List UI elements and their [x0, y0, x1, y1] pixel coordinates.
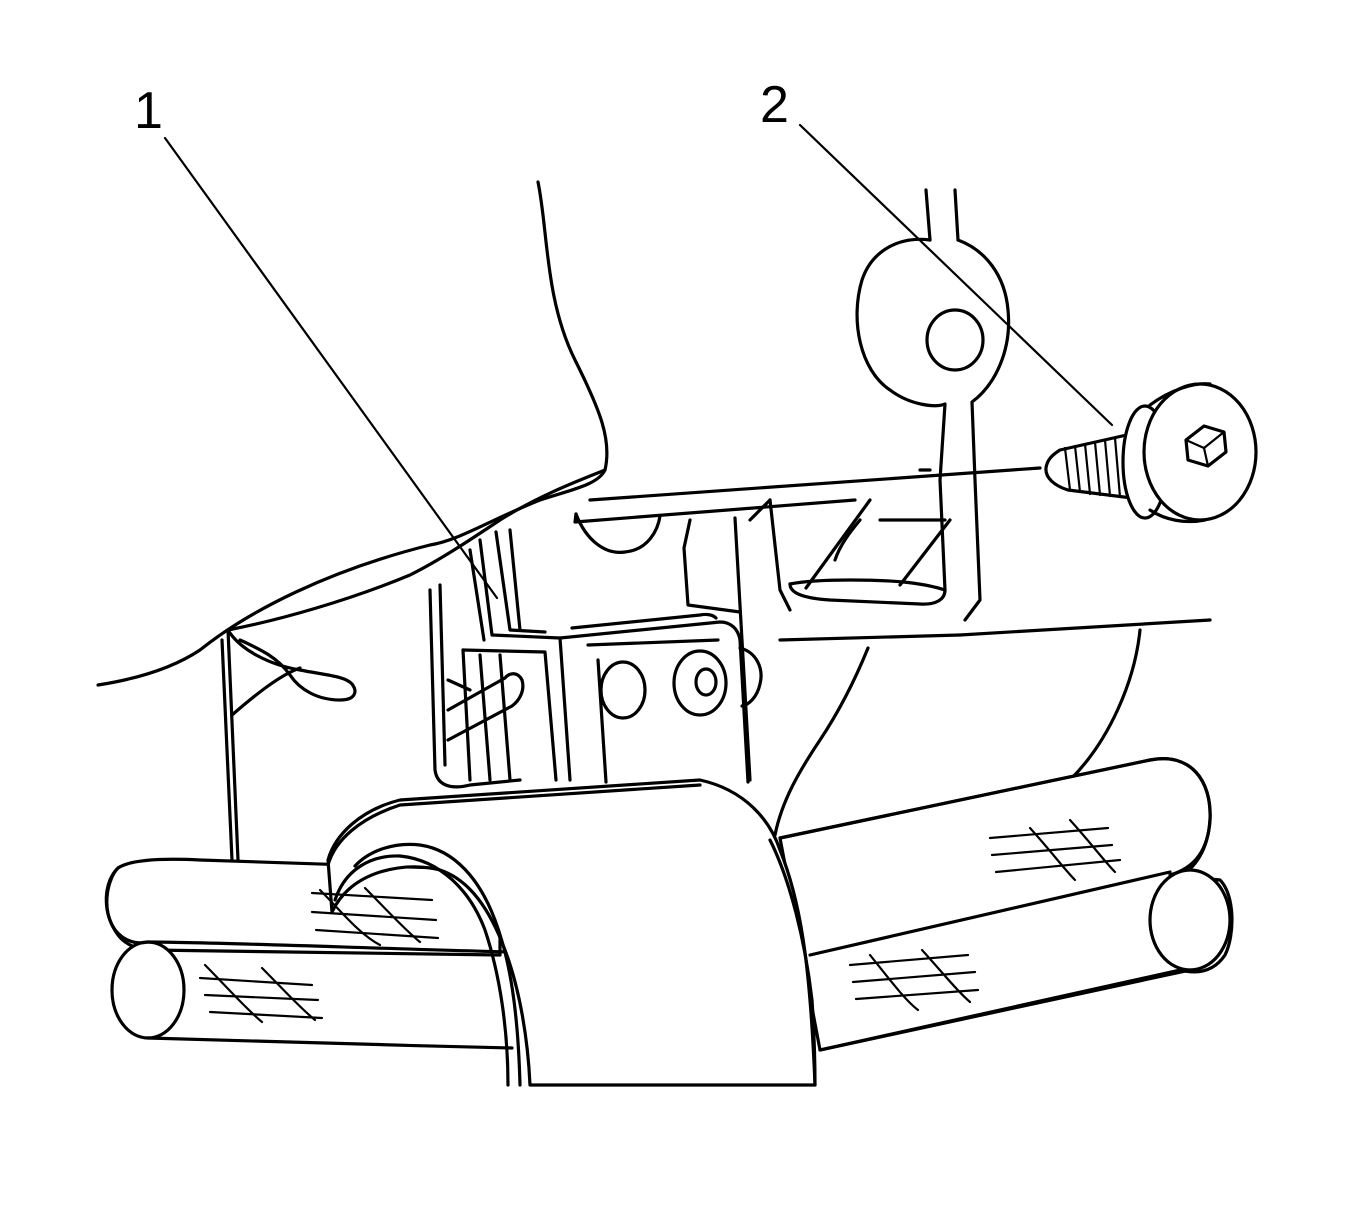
frame-rail: [773, 618, 1212, 837]
leader-line-1: [163, 136, 499, 600]
callout-2: 2: [760, 76, 1114, 427]
leader-line-2: [798, 123, 1114, 427]
bolt-icon: [1044, 382, 1258, 524]
upper-bracket: [588, 188, 1042, 622]
body-panel: [96, 180, 609, 687]
bracket-assembly: [428, 498, 857, 789]
callout-label-1: 1: [134, 82, 163, 140]
hose-bundle: [104, 757, 1234, 1087]
callout-1: 1: [134, 82, 499, 600]
left-post: [220, 628, 357, 862]
hose-hatching: [198, 818, 1122, 1024]
callout-label-2: 2: [760, 76, 789, 134]
